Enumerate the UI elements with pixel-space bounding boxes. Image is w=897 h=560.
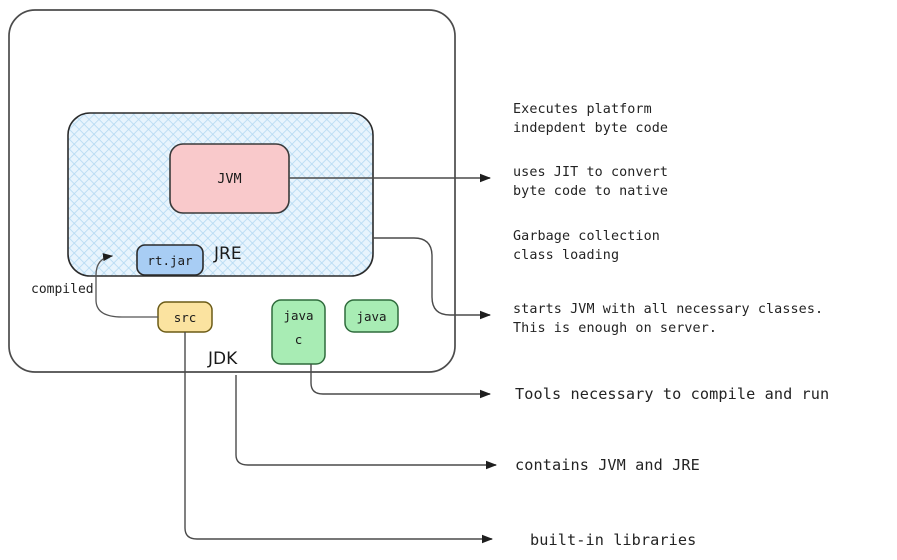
compiled-arrow <box>95 253 159 318</box>
edge-jre-to-starts-jvm <box>373 237 491 320</box>
annotation-executes-platform-line1: Executes platform <box>513 102 652 117</box>
rtjar-label: rt.jar <box>147 253 193 268</box>
jdk-container-outline <box>8 9 456 373</box>
jvm-label: JVM <box>217 171 241 187</box>
node-javac[interactable]: java c <box>271 299 326 365</box>
javac-label-line1: java <box>283 308 313 323</box>
annotation-garbage-collection-line2: class loading <box>513 248 619 263</box>
edge-javac-to-tools <box>310 364 491 399</box>
src-label: src <box>174 310 197 325</box>
edge-jdk-to-contains <box>235 375 497 470</box>
annotation-tools-necessary: Tools necessary to compile and run <box>515 385 829 403</box>
annotation-built-in-libraries: built-in libraries <box>530 531 696 549</box>
java-box[interactable] <box>344 299 399 333</box>
annotation-uses-jit-line2: byte code to native <box>513 184 668 199</box>
compiled-edge-label: compiled <box>31 282 94 297</box>
edge-compiled: compiled <box>31 253 159 318</box>
edge-src-to-builtin <box>184 332 493 544</box>
annotation-executes-platform: Executes platform indepdent byte code <box>513 102 668 136</box>
annotation-garbage-collection-line1: Garbage collection <box>513 229 660 244</box>
rtjar-box[interactable] <box>136 244 204 276</box>
java-label: java <box>356 309 386 324</box>
annotation-uses-jit-line1: uses JIT to convert <box>513 165 668 180</box>
jdk-label: JDK <box>207 349 238 369</box>
jdk-container <box>8 9 456 373</box>
annotation-contains-jvm-jre: contains JVM and JRE <box>515 456 700 474</box>
annotation-starts-jvm-line2: This is enough on server. <box>513 321 717 336</box>
node-jvm[interactable]: JVM <box>169 143 290 214</box>
javac-box[interactable] <box>271 299 326 365</box>
annotation-executes-platform-line2: indepdent byte code <box>513 121 668 136</box>
node-java[interactable]: java <box>344 299 399 333</box>
annotation-starts-jvm-line1: starts JVM with all necessary classes. <box>513 302 823 317</box>
node-rtjar[interactable]: rt.jar <box>136 244 204 276</box>
node-src[interactable]: src <box>157 301 213 333</box>
annotation-garbage-collection: Garbage collection class loading <box>513 229 660 263</box>
annotation-uses-jit: uses JIT to convert byte code to native <box>513 165 668 199</box>
jre-label: JRE <box>213 244 242 264</box>
javac-label-line2: c <box>295 332 303 347</box>
annotation-starts-jvm: starts JVM with all necessary classes. T… <box>513 302 823 336</box>
